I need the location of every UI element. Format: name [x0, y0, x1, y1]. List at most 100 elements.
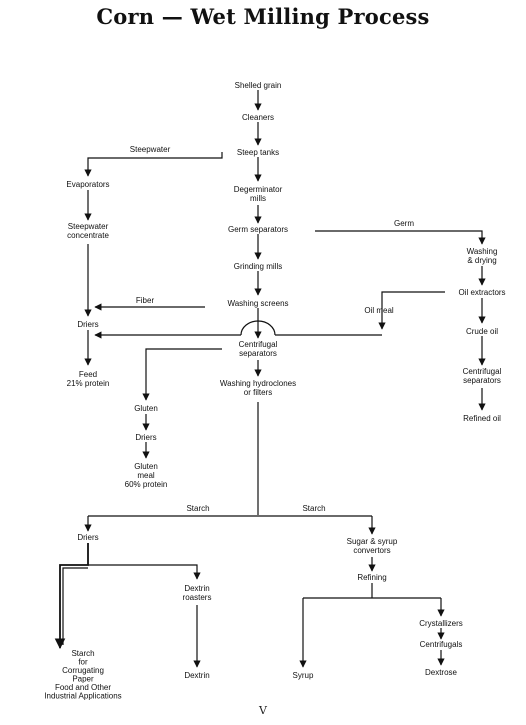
- line-steepwater: [84, 152, 223, 177]
- line-driers-to-roasters: [88, 564, 201, 580]
- node-label-driers-feed: Driers: [77, 320, 98, 329]
- node-label-line: Industrial Applications: [44, 692, 121, 701]
- node-label-washing-screens: Washing screens: [227, 299, 288, 308]
- node-label-steepwater: Steepwater: [130, 145, 171, 154]
- node-label-steep-tanks: Steep tanks: [237, 148, 279, 157]
- connector-lines: [54, 90, 486, 668]
- node-label-line: mills: [250, 194, 266, 203]
- node-label-dextrin: Dextrin: [184, 671, 209, 680]
- node-label-line: Evaporators: [66, 180, 109, 189]
- node-label-refining: Refining: [357, 573, 386, 582]
- node-label-driers-gluten: Driers: [135, 433, 156, 442]
- node-label-line: Food and Other: [55, 683, 111, 692]
- node-label-line: convertors: [353, 546, 390, 555]
- node-label-line: Oil meal: [364, 306, 394, 315]
- node-label-line: Paper: [72, 675, 94, 684]
- node-label-line: Refined oil: [463, 414, 501, 423]
- node-label-oil-meal: Oil meal: [364, 306, 394, 315]
- node-label-line: Centrifugal: [239, 340, 278, 349]
- line-driers-to-starch-apps: [54, 543, 89, 650]
- node-label-germ: Germ: [394, 219, 414, 228]
- line-driers-to-starch-apps-inner: [62, 567, 88, 645]
- node-label-line: Refining: [357, 573, 386, 582]
- node-label-cleaners: Cleaners: [242, 113, 274, 122]
- node-label-line: Steepwater: [130, 145, 171, 154]
- node-label-fiber: Fiber: [136, 296, 155, 305]
- node-label-line: Starch: [71, 649, 94, 658]
- node-label-starch-right: Starch: [302, 504, 325, 513]
- node-label-washing-drying: Washing& drying: [467, 247, 498, 265]
- node-label-line: Steep tanks: [237, 148, 279, 157]
- line-gluten: [142, 348, 222, 401]
- node-label-crude-oil: Crude oil: [466, 327, 498, 336]
- node-label-line: Starch: [302, 504, 325, 513]
- node-label-line: or filters: [244, 388, 272, 397]
- node-label-line: Cleaners: [242, 113, 274, 122]
- node-label-evaporators: Evaporators: [66, 180, 109, 189]
- node-label-line: Degerminator: [234, 185, 283, 194]
- line-crossover-hump: [240, 320, 276, 336]
- node-label-line: Gluten: [134, 404, 158, 413]
- node-label-line: for: [78, 658, 88, 667]
- node-label-line: Washing: [467, 247, 498, 256]
- node-label-line: Syrup: [293, 671, 314, 680]
- node-label-line: Washing screens: [227, 299, 288, 308]
- node-label-line: Oil extractors: [458, 288, 505, 297]
- node-label-line: Shelled grain: [235, 81, 282, 90]
- node-label-syrup: Syrup: [293, 671, 314, 680]
- node-label-line: separators: [463, 376, 501, 385]
- node-label-gluten: Gluten: [134, 404, 158, 413]
- node-label-driers-starch: Driers: [77, 533, 98, 542]
- node-label-line: Germ separators: [228, 225, 288, 234]
- node-label-oil-extractors: Oil extractors: [458, 288, 505, 297]
- line-germ: [315, 230, 486, 245]
- node-label-line: Germ: [394, 219, 414, 228]
- node-label-line: Driers: [77, 533, 98, 542]
- node-label-line: Dextrin: [184, 671, 209, 680]
- node-label-starch-left: Starch: [186, 504, 209, 513]
- node-label-shelled-grain: Shelled grain: [235, 81, 282, 90]
- node-label-line: Feed: [79, 370, 97, 379]
- node-label-centrifugals: Centrifugals: [420, 640, 463, 649]
- node-label-line: Driers: [135, 433, 156, 442]
- node-label-line: Driers: [77, 320, 98, 329]
- node-label-line: Centrifugal: [463, 367, 502, 376]
- node-label-germ-separators: Germ separators: [228, 225, 288, 234]
- node-label-line: Grinding mills: [234, 262, 282, 271]
- node-label-line: Washing hydroclones: [220, 379, 296, 388]
- node-label-line: Steepwater: [68, 222, 109, 231]
- node-label-line: Gluten: [134, 462, 158, 471]
- node-label-crystallizers: Crystallizers: [419, 619, 463, 628]
- node-label-refined-oil: Refined oil: [463, 414, 501, 423]
- node-label-line: Sugar & syrup: [347, 537, 398, 546]
- node-label-line: Fiber: [136, 296, 155, 305]
- node-label-line: roasters: [183, 593, 212, 602]
- node-label-line: & drying: [467, 256, 496, 265]
- node-label-line: Dextrose: [425, 668, 458, 677]
- node-label-line: concentrate: [67, 231, 109, 240]
- node-label-line: Crude oil: [466, 327, 498, 336]
- page-number: V: [259, 704, 267, 717]
- node-label-line: meal: [137, 471, 155, 480]
- node-label-line: 21% protein: [67, 379, 110, 388]
- node-label-grinding-mills: Grinding mills: [234, 262, 282, 271]
- node-label-line: Centrifugals: [420, 640, 463, 649]
- node-label-line: Corrugating: [62, 666, 104, 675]
- node-label-line: Crystallizers: [419, 619, 463, 628]
- node-label-line: 60% protein: [125, 480, 168, 489]
- node-label-line: Dextrin: [184, 584, 209, 593]
- node-label-line: separators: [239, 349, 277, 358]
